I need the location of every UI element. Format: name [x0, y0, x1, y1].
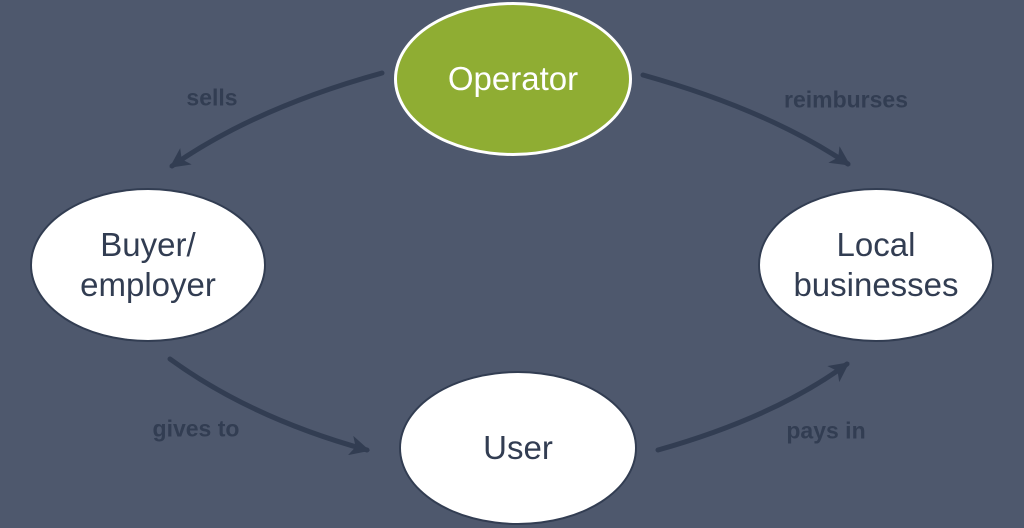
edge-label-pays-in: pays in: [786, 417, 866, 444]
node-user: User: [399, 371, 637, 525]
reimburses-arrow: [640, 72, 851, 167]
node-operator: Operator: [394, 2, 632, 156]
edge-label-gives-to: gives to: [152, 415, 240, 442]
pays-in-arrow: [655, 361, 850, 453]
node-operator-label: Operator: [447, 59, 579, 97]
node-local-businesses: Local businesses: [758, 188, 994, 342]
node-buyer-employer-label: Buyer/ employer: [80, 225, 216, 303]
node-user-label: User: [483, 428, 553, 466]
node-local-businesses-label: Local businesses: [793, 225, 959, 303]
sells-arrow: [169, 70, 385, 169]
edge-label-reimburses: reimburses: [783, 86, 909, 113]
edge-label-sells: sells: [186, 84, 238, 111]
gives-to-arrow: [167, 356, 370, 456]
node-buyer-employer: Buyer/ employer: [30, 188, 266, 342]
